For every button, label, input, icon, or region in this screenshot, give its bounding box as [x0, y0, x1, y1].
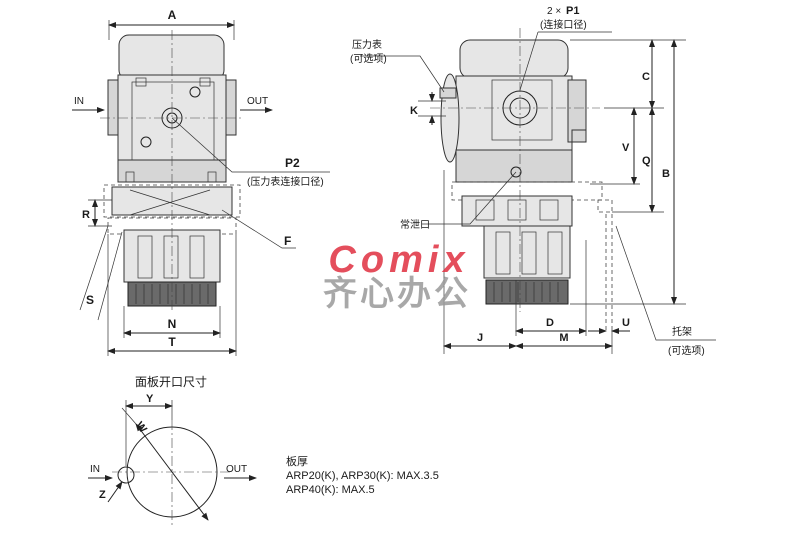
p1-note: (连接口径) — [540, 18, 587, 31]
thickness-line1: ARP20(K), ARP30(K): MAX.3.5 — [286, 470, 439, 482]
dim-c-label: C — [642, 71, 650, 83]
thickness-line2: ARP40(K): MAX.5 — [286, 484, 375, 496]
dim-z-label: Z — [99, 489, 106, 501]
cutout-notch — [117, 466, 135, 484]
watermark-cn: 齐心办公 — [323, 274, 471, 314]
cutout-in-label: IN — [90, 464, 100, 475]
panel-cutout: 面板开口尺寸 Y W Z IN OUT — [88, 375, 257, 526]
dim-b-label: B — [662, 168, 670, 180]
bracket-note: (可选项) — [668, 344, 705, 357]
p2-note: (压力表连接口径) — [247, 175, 324, 188]
bracket-label: 托架 — [672, 325, 692, 338]
dim-f-label: F — [284, 234, 291, 248]
dim-v-label: V — [622, 142, 630, 154]
gauge-note: (可选项) — [350, 52, 387, 65]
cutout-out-label: OUT — [226, 464, 247, 475]
dim-m-label: M — [559, 332, 568, 344]
side-view: 2 × P1 (连接口径) 压力表 (可选项) K C V Q B 常泄口 — [350, 5, 716, 357]
dim-n-label: N — [168, 317, 177, 331]
front-in-label: IN — [74, 96, 84, 107]
gauge-label: 压力表 — [352, 38, 382, 51]
side-knob-grip — [485, 279, 569, 305]
dim-d-label: D — [546, 317, 554, 329]
dim-k-label: K — [410, 105, 418, 117]
p1-label: P1 — [566, 5, 579, 17]
watermark-brand: Comix — [328, 239, 469, 281]
p1-prefix: 2 × — [547, 6, 561, 17]
side-cap — [459, 39, 569, 79]
side-knob — [483, 225, 571, 279]
thickness-title: 板厚 — [286, 454, 308, 468]
pressure-gauge — [440, 73, 460, 163]
dim-q-label: Q — [642, 155, 651, 167]
dim-j-label: J — [477, 332, 483, 344]
front-out-label: OUT — [247, 96, 268, 107]
dim-u-label: U — [622, 317, 630, 329]
p2-label: P2 — [285, 156, 300, 170]
dim-y-label: Y — [146, 393, 154, 405]
dim-s-label: S — [86, 293, 94, 307]
front-cap — [118, 34, 225, 81]
dim-r-label: R — [82, 209, 90, 221]
cutout-title: 面板开口尺寸 — [135, 375, 207, 389]
front-view: A — [72, 8, 330, 356]
dim-w-label: W — [133, 420, 149, 436]
exhaust-label: 常泄口 — [400, 218, 430, 231]
dim-t-label: T — [168, 335, 176, 349]
dim-a-label: A — [168, 8, 177, 22]
watermark: Comix 齐心办公 — [323, 239, 471, 314]
thickness-note: 板厚 ARP20(K), ARP30(K): MAX.3.5 ARP40(K):… — [286, 454, 439, 496]
